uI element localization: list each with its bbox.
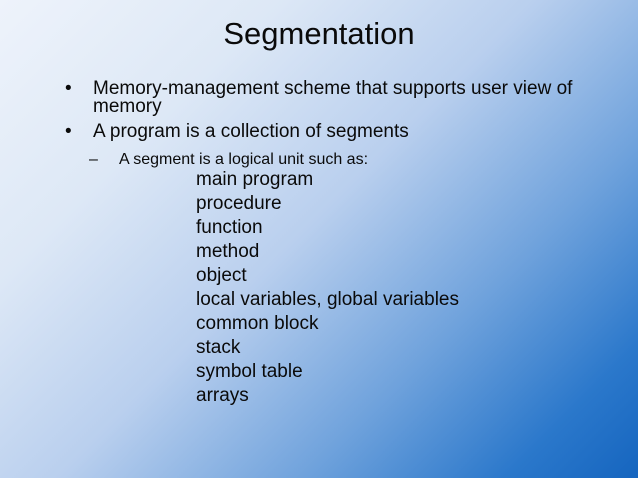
- segment-unit-item: main program: [196, 169, 314, 190]
- segment-unit-item: symbol table: [196, 361, 303, 382]
- bullet-item: • Memory-management scheme that supports…: [65, 78, 605, 117]
- bullet-text: Memory-management scheme that supports u…: [93, 78, 573, 117]
- segment-unit-item: procedure: [196, 193, 282, 214]
- bullet-list: • Memory-management scheme that supports…: [65, 78, 605, 148]
- bullet-text: A program is a collection of segments: [93, 121, 409, 142]
- segment-unit-item: object: [196, 265, 247, 286]
- segment-unit-item: common block: [196, 313, 319, 334]
- segment-unit-item: stack: [196, 337, 241, 358]
- bullet-marker: •: [65, 78, 72, 99]
- sub-bullet: – A segment is a logical unit such as:: [89, 150, 368, 170]
- sub-bullet-marker: –: [89, 151, 98, 168]
- segment-unit-item: arrays: [196, 385, 249, 406]
- segment-unit-item: function: [196, 217, 263, 238]
- segment-unit-item: local variables, global variables: [196, 289, 459, 310]
- sub-bullet-text: A segment is a logical unit such as:: [119, 151, 369, 168]
- slide-title: Segmentation: [223, 16, 415, 51]
- segment-unit-item: method: [196, 241, 260, 262]
- segment-unit-list: main program procedure function method o…: [196, 168, 459, 408]
- bullet-marker: •: [65, 121, 72, 142]
- bullet-item: • A program is a collection of segments: [65, 121, 605, 142]
